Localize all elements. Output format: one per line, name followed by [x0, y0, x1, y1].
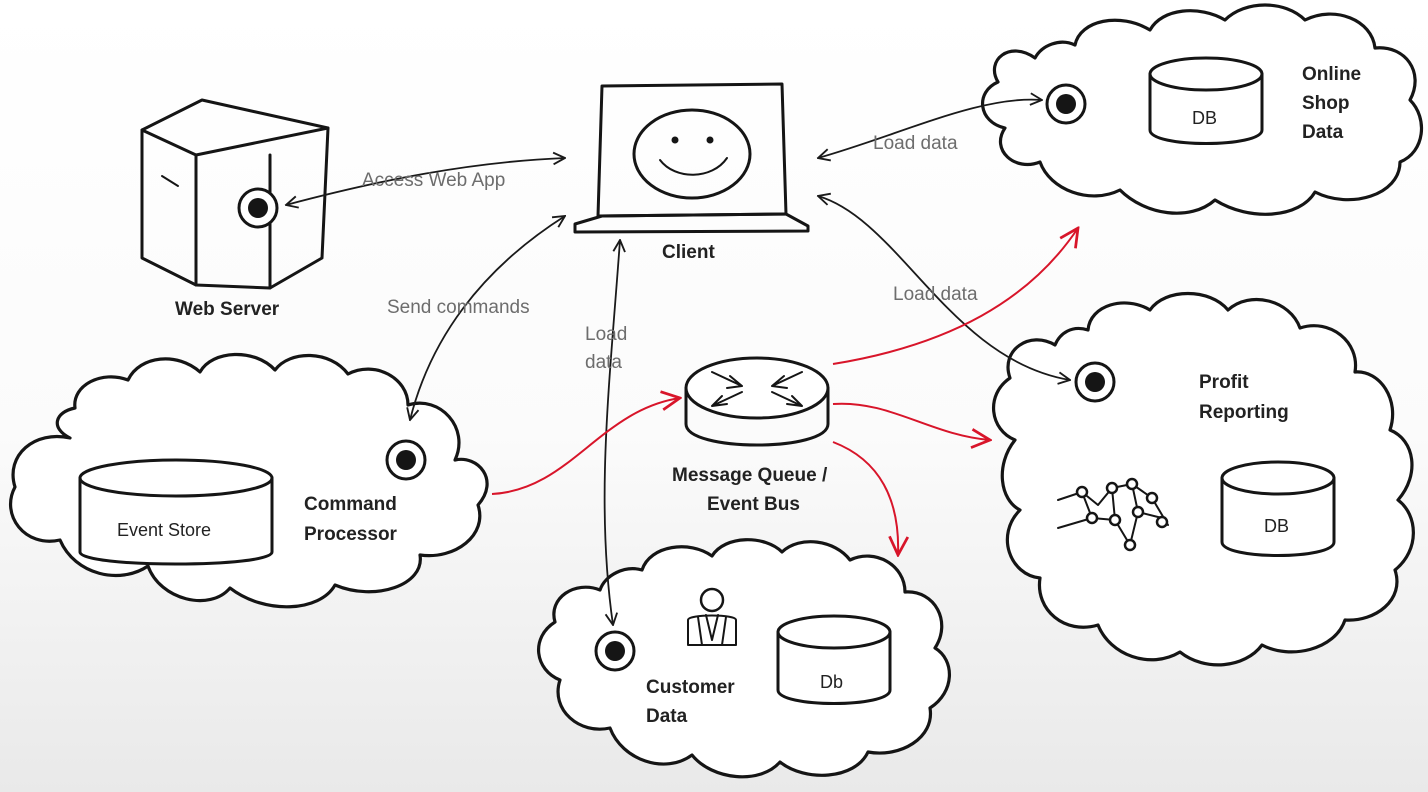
command-processor-label-line2: Processor [304, 524, 398, 545]
load-data-shop-label: Load data [873, 133, 958, 154]
client-laptop-icon[interactable] [573, 82, 810, 234]
load-data-shop-arrow [818, 100, 1042, 158]
customer-data-label-1: Customer [646, 677, 735, 698]
event-store-database-icon [78, 458, 274, 566]
command-processor-label: Command [304, 494, 397, 515]
customer-data-label-2: Data [646, 706, 688, 727]
load-data-customer-label-2: data [585, 352, 622, 373]
online-shop-label-1: Online [1302, 64, 1361, 85]
load-data-customer-label-1: Load [585, 324, 627, 345]
profit-reporting-label-2: Reporting [1199, 402, 1289, 423]
online-shop-label-2: Shop [1302, 93, 1350, 114]
network-graph-icon [1057, 477, 1169, 552]
customer-data-cloud [537, 538, 951, 779]
customer-database-icon [776, 614, 892, 705]
router-icon[interactable] [684, 356, 830, 447]
load-data-profit-label: Load data [893, 284, 978, 305]
load-data-customer-arrow [603, 240, 620, 625]
load-data-profit-arrow [818, 196, 1070, 380]
web-server-icon[interactable] [140, 98, 330, 290]
profit-db-label: DB [1264, 516, 1289, 536]
event-arrow-to-bus [491, 398, 680, 495]
send-commands-label: Send commands [387, 297, 530, 318]
online-shop-endpoint-icon[interactable] [1045, 83, 1087, 125]
online-shop-label-3: Data [1302, 122, 1344, 143]
event-store-label: Event Store [117, 520, 211, 540]
message-queue-label-line2: Event Bus [707, 494, 800, 515]
customer-db-label: Db [820, 672, 843, 692]
customer-data-endpoint-icon[interactable] [594, 630, 636, 672]
profit-reporting-label-1: Profit [1199, 372, 1249, 393]
web-server-label: Web Server [175, 299, 280, 320]
access-web-app-label: Access Web App [362, 170, 505, 191]
online-shop-database-icon [1148, 56, 1264, 145]
message-queue-label: Message Queue / [672, 465, 828, 486]
person-icon [687, 587, 737, 646]
profit-reporting-cloud [992, 292, 1415, 667]
online-shop-db-label: DB [1192, 108, 1217, 128]
access-web-app-arrow [286, 158, 565, 205]
event-arrow-to-customer [832, 441, 898, 555]
event-arrow-to-online-shop [832, 228, 1078, 365]
client-label: Client [662, 242, 715, 263]
profit-reporting-endpoint-icon[interactable] [1074, 361, 1116, 403]
command-processor-endpoint-icon[interactable] [385, 439, 427, 481]
send-commands-arrow [410, 216, 565, 420]
event-arrow-to-profit [832, 402, 990, 440]
profit-reporting-database-icon [1220, 460, 1336, 557]
